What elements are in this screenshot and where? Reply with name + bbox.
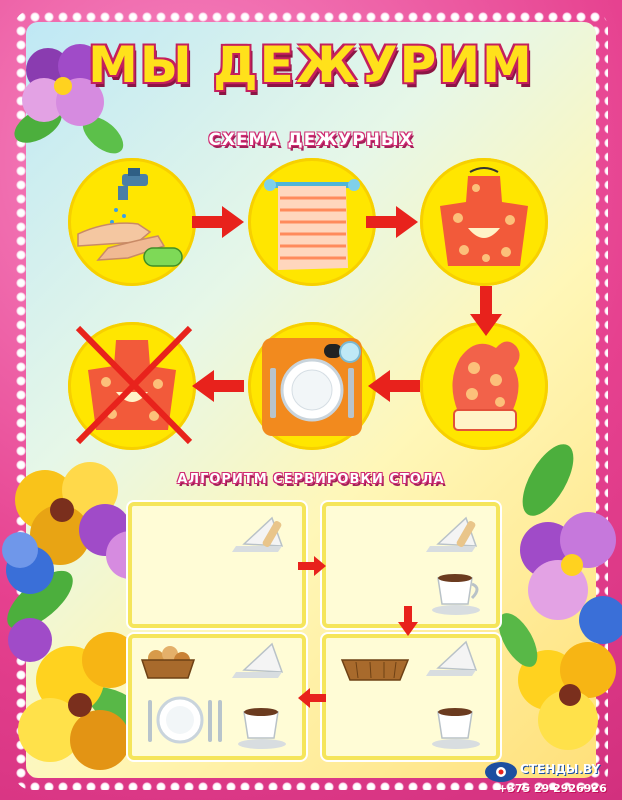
logo-text[interactable]: СТЕНДЫ.BY — [520, 762, 601, 776]
arrow-left-1-icon — [368, 370, 420, 402]
table-setting-icon — [262, 338, 362, 436]
step-apron — [420, 158, 548, 286]
step-towel — [248, 158, 376, 286]
poster-title: МЫ ДЕЖУРИМ — [88, 36, 534, 94]
algorithm-arrow-left-icon — [298, 688, 326, 708]
bread-basket-icon — [140, 646, 196, 679]
algorithm-arrow-right-icon — [298, 556, 326, 576]
apron-icon — [440, 167, 528, 266]
napkin-holder-icon — [232, 642, 284, 678]
bread-basket-icon — [340, 659, 410, 681]
cutlery-plate-icon — [148, 696, 222, 744]
step-take-off-apron — [68, 322, 196, 450]
crossed-apron-icon — [75, 325, 193, 445]
step-oven-mitt — [420, 322, 548, 450]
napkin-holder-icon — [426, 516, 478, 552]
algorithm-card-3-graphic — [340, 640, 480, 749]
pansy-flower-bottom-right-icon — [498, 444, 622, 750]
step-hand-washing — [68, 158, 196, 286]
algorithm-card-4 — [128, 634, 306, 760]
pansy-flower-top-left-icon — [14, 44, 124, 154]
teacup-icon — [432, 708, 480, 749]
towel-icon — [264, 179, 360, 270]
algorithm-card-4-graphic — [140, 642, 286, 749]
napkin-holder-icon — [232, 516, 284, 552]
algorithm-title: АЛГОРИТМ СЕРВИРОВКИ СТОЛА — [177, 472, 445, 487]
arrow-down-icon — [470, 286, 502, 336]
arrow-left-2-icon — [192, 370, 244, 402]
arrow-right-2-icon — [366, 206, 418, 238]
algorithm-card-3 — [322, 634, 500, 760]
arrow-right-1-icon — [192, 206, 244, 238]
teacup-icon — [238, 708, 286, 749]
algorithm-card-1 — [128, 502, 306, 628]
algorithm-arrow-down-icon — [398, 606, 418, 636]
oven-mitt-icon — [452, 341, 520, 431]
teacup-icon — [432, 574, 480, 615]
hand-washing-icon — [77, 168, 183, 267]
algorithm-card-2-graphic — [426, 516, 480, 615]
schema-title: СХЕМА ДЕЖУРНЫХ — [208, 130, 414, 150]
stendy-logo-icon — [485, 762, 517, 782]
step-table-setting — [248, 322, 376, 450]
napkin-holder-icon — [426, 640, 478, 676]
phone-number[interactable]: +375 29 2926926 — [498, 782, 607, 795]
